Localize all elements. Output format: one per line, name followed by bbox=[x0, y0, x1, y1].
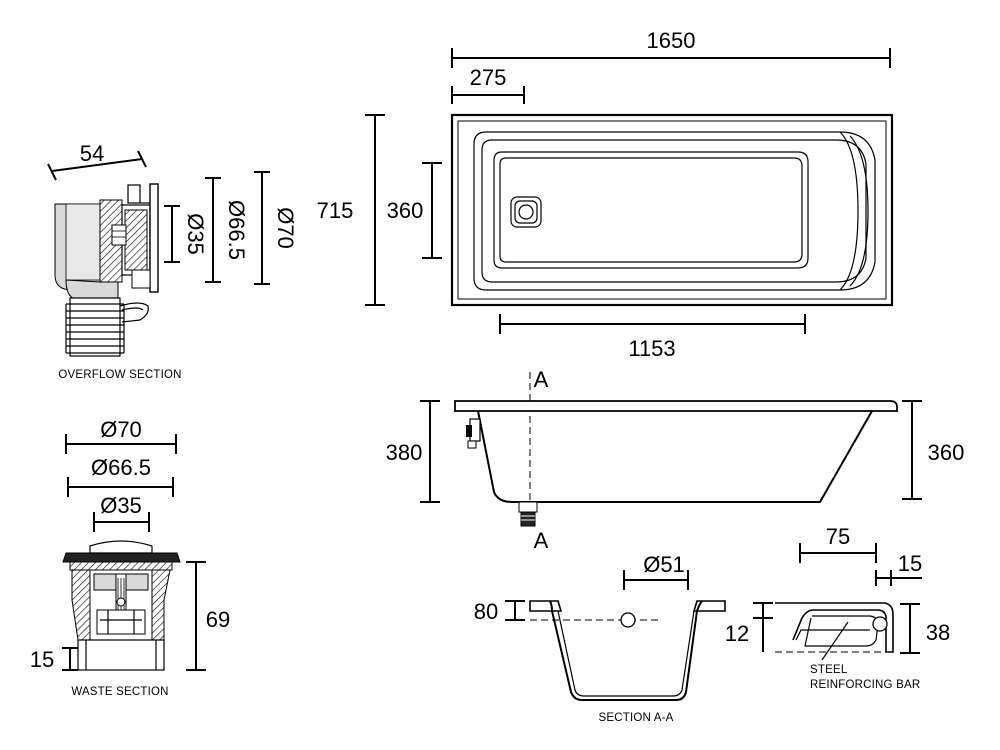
dimension-width: 715 bbox=[317, 114, 385, 306]
dim-overflow-depth-label: 54 bbox=[80, 141, 104, 166]
rim-label-line2: REINFORCING BAR bbox=[810, 679, 920, 691]
dim-height-left-label: 380 bbox=[386, 440, 423, 465]
dim-rim-drop-label: 12 bbox=[725, 621, 749, 646]
dim-overflow-d66-label: Ø66.5 bbox=[224, 200, 249, 260]
dim-inner-length-label: 1153 bbox=[628, 336, 675, 361]
dimension-inner-length: 1153 bbox=[499, 314, 806, 361]
rim-label-line1: STEEL bbox=[810, 664, 848, 676]
plan-view: 1650 275 715 360 bbox=[317, 28, 894, 361]
section-a-a: Ø51 80 SECTION A-A bbox=[474, 552, 726, 724]
dim-waste-base-label: 15 bbox=[30, 647, 54, 672]
dimension-inner-width: 360 bbox=[387, 162, 442, 259]
dim-rim-depth-label: 80 bbox=[474, 599, 498, 624]
side-elevation: A A 380 360 bbox=[386, 367, 965, 553]
dim-overflow-d35-label: Ø35 bbox=[183, 213, 208, 255]
overflow-section-caption: OVERFLOW SECTION bbox=[58, 369, 181, 381]
waste-body bbox=[62, 540, 181, 671]
plan-overflow-outlet bbox=[510, 196, 542, 228]
dim-rim-lip-label: 15 bbox=[898, 551, 922, 576]
dim-waste-height-label: 69 bbox=[206, 607, 230, 632]
section-mark-top: A bbox=[534, 367, 549, 392]
dim-waste-d70-label: Ø70 bbox=[100, 417, 142, 442]
dim-waste-d35-label: Ø35 bbox=[100, 493, 142, 518]
waste-section-caption: WASTE SECTION bbox=[71, 686, 168, 698]
dim-overflow-d70-label: Ø70 bbox=[273, 207, 298, 249]
dimension-overflow-offset: 275 bbox=[451, 65, 525, 104]
dim-inner-width-label: 360 bbox=[387, 198, 424, 223]
rim-detail: 75 15 12 38 STEEL REINFORCING BAR bbox=[725, 524, 950, 691]
dim-height-right-label: 360 bbox=[928, 440, 965, 465]
overflow-hose bbox=[65, 297, 125, 357]
side-waste-fitting bbox=[518, 501, 538, 527]
section-mark-bottom: A bbox=[534, 528, 549, 553]
side-overflow-fitting bbox=[466, 418, 481, 449]
dim-hole-label: Ø51 bbox=[643, 552, 685, 577]
overflow-section: 54 Ø35 Ø66.5 bbox=[47, 141, 298, 381]
dimension-height-right: 360 bbox=[902, 400, 965, 500]
waste-section: Ø70 Ø66.5 Ø35 bbox=[30, 417, 230, 698]
dimension-height-left: 380 bbox=[386, 400, 440, 503]
dimension-length: 1650 bbox=[451, 28, 891, 68]
bath-plan-outline bbox=[450, 113, 894, 307]
dim-rim-height-label: 38 bbox=[926, 620, 950, 645]
dim-width-label: 715 bbox=[317, 198, 354, 223]
dim-waste-d66-label: Ø66.5 bbox=[91, 455, 151, 480]
dim-overflow-offset-label: 275 bbox=[470, 65, 507, 90]
dim-rim-width-label: 75 bbox=[826, 524, 850, 549]
dim-length-label: 1650 bbox=[647, 28, 696, 53]
section-aa-caption: SECTION A-A bbox=[598, 712, 673, 724]
